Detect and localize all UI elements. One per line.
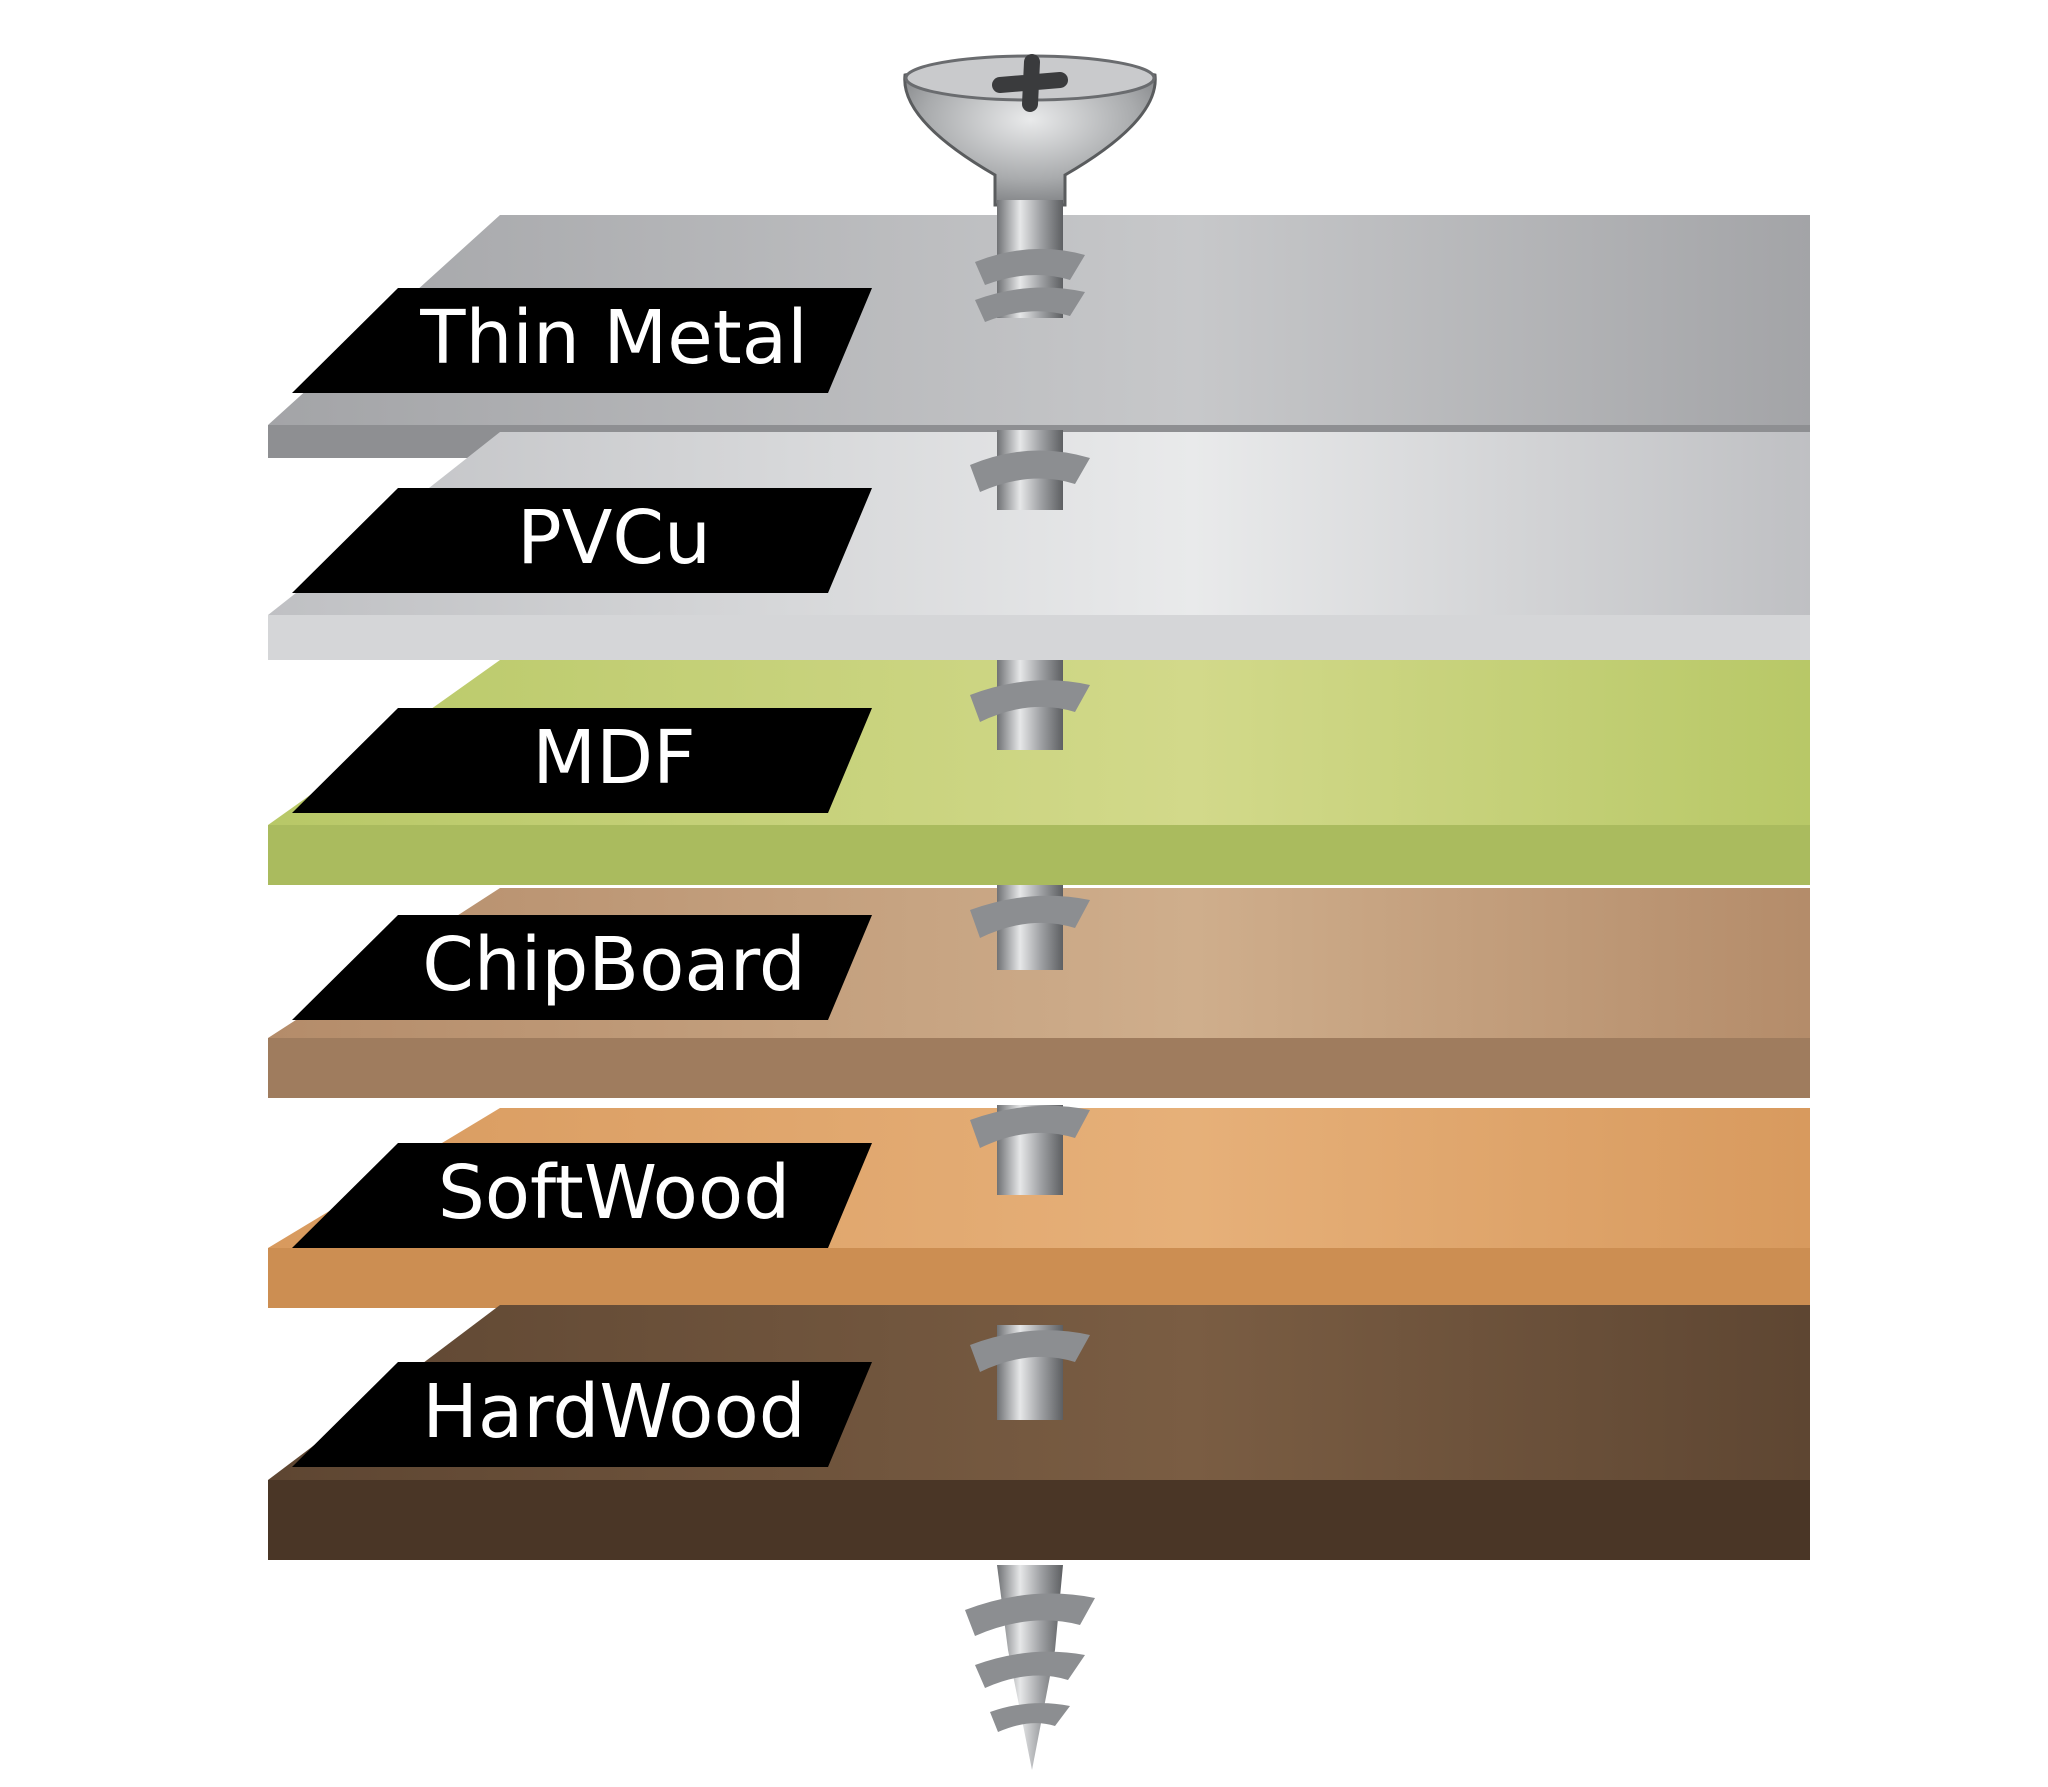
label-text: PVCu — [517, 495, 711, 581]
screw — [903, 54, 1157, 1770]
label-background — [292, 1143, 872, 1248]
board-front-edge — [268, 1248, 1810, 1308]
board-front-edge — [268, 825, 1810, 885]
label-background — [292, 708, 872, 813]
label-text: HardWood — [422, 1369, 805, 1455]
label-background — [292, 1362, 872, 1467]
board-front-edge — [268, 1038, 1810, 1098]
board-front-edge — [268, 1480, 1810, 1560]
label-hardwood: HardWood — [292, 1362, 872, 1467]
label-text: MDF — [532, 715, 695, 801]
cross-slot-icon — [992, 54, 1068, 112]
label-text: SoftWood — [438, 1150, 790, 1236]
board-front-edge — [268, 615, 1810, 660]
label-text: Thin Metal — [419, 295, 807, 381]
label-mdf: MDF — [292, 708, 872, 813]
label-background — [292, 288, 872, 393]
label-softwood: SoftWood — [292, 1143, 872, 1248]
label-background — [292, 915, 872, 1020]
label-thin-metal: Thin Metal — [292, 288, 872, 393]
label-chipboard: ChipBoard — [292, 915, 872, 1020]
label-background — [292, 488, 872, 593]
label-text: ChipBoard — [422, 922, 806, 1008]
label-pvcu: PVCu — [292, 488, 872, 593]
